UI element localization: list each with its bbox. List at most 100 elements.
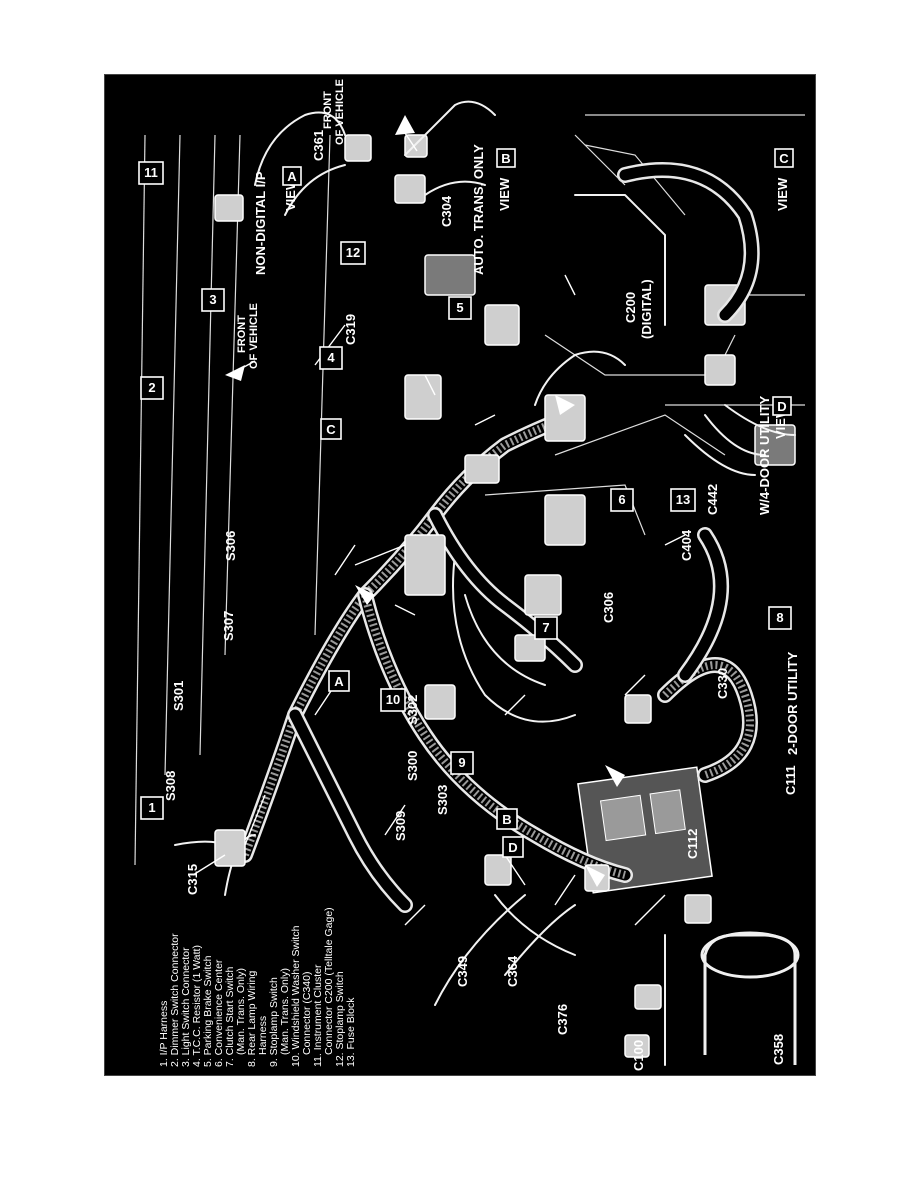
dashboard-line-art <box>134 134 805 1066</box>
callout-4: 4 <box>319 346 343 370</box>
label-c349: C349 <box>455 956 470 987</box>
label-c112: C112 <box>685 829 700 859</box>
legend-line-10: Harness <box>257 1016 269 1055</box>
callout-12: 12 <box>340 241 366 265</box>
svg-text:3: 3 <box>209 292 216 307</box>
view-letter-b: B <box>496 808 518 830</box>
svg-text:9: 9 <box>458 755 465 770</box>
svg-text:5: 5 <box>456 300 463 315</box>
label-c111: C111 <box>783 765 798 795</box>
svg-text:A: A <box>287 169 297 184</box>
view-b-caption: AUTO. TRANS. ONLY VIEW B <box>471 144 516 275</box>
label-c315: C315 <box>185 864 200 895</box>
label-s308: S308 <box>163 771 178 801</box>
legend-line-8: (Man. Trans. Only) <box>235 968 247 1055</box>
label-c364: C364 <box>505 955 520 987</box>
callout-8: 8 <box>768 606 792 630</box>
front-of-vehicle-arrows <box>225 115 625 887</box>
callout-10: 10 <box>380 688 406 712</box>
legend-line-7: 7. Clutch Start Switch <box>224 966 236 1067</box>
legend-line-3: 3. Light Switch Connector <box>180 947 192 1067</box>
svg-text:10: 10 <box>386 692 400 707</box>
callout-5: 5 <box>448 296 472 320</box>
label-c361: C361 <box>311 130 326 161</box>
legend-line-4: 4. T.C.C. Resistor (1 Watt) <box>191 945 203 1067</box>
svg-text:7: 7 <box>542 620 549 635</box>
callout-11: 11 <box>138 161 164 185</box>
svg-text:C: C <box>326 422 336 437</box>
callout-9: 9 <box>450 751 474 775</box>
svg-text:8: 8 <box>776 610 783 625</box>
callout-13: 13 <box>670 488 696 512</box>
label-c442: C442 <box>705 484 720 515</box>
label-c304: C304 <box>439 195 454 227</box>
svg-text:VIEW: VIEW <box>775 177 790 211</box>
label-c358: C358 <box>771 1034 786 1065</box>
label-s302: S302 <box>405 695 420 725</box>
ip-harness <box>174 350 633 1006</box>
legend-line-18: 13. Fuse Block <box>345 997 357 1067</box>
label-c319: C319 <box>343 314 358 345</box>
callout-1: 1 <box>140 796 164 820</box>
label-s307: S307 <box>221 611 236 641</box>
label-c404: C404 <box>679 529 694 561</box>
view-letter-a: A <box>328 670 350 692</box>
svg-text:OF VEHICLE: OF VEHICLE <box>334 79 346 145</box>
callout-2: 2 <box>140 376 164 400</box>
svg-text:VIEW: VIEW <box>497 177 512 211</box>
legend-line-5: 5. Parking Brake Switch <box>202 955 214 1067</box>
svg-text:A: A <box>334 674 344 689</box>
label-s306: S306 <box>223 531 238 561</box>
legend-line-12: (Man. Trans. Only) <box>279 968 291 1055</box>
svg-text:D: D <box>777 399 786 414</box>
legend-line-1: 1. I/P Harness <box>158 1001 170 1067</box>
svg-text:NON-DIGITAL I/P: NON-DIGITAL I/P <box>253 171 268 275</box>
svg-text:AUTO. TRANS. ONLY: AUTO. TRANS. ONLY <box>471 144 486 275</box>
callout-7: 7 <box>534 616 558 640</box>
legend-line-6: 6. Convenience Center <box>213 959 225 1067</box>
legend-line-2: 2. Dimmer Switch Connector <box>169 933 181 1067</box>
view-letter-c: C <box>320 418 342 440</box>
wiring-diagram: 1 2 3 4 5 6 7 8 9 10 11 12 <box>134 79 805 1071</box>
front-of-vehicle-label-view-b: FRONT OF VEHICLE <box>322 79 346 145</box>
legend-line-9: 8. Rear Lamp Wiring <box>246 971 258 1067</box>
label-c376: C376 <box>555 1004 570 1035</box>
callout-6: 6 <box>610 488 634 512</box>
svg-text:OF VEHICLE: OF VEHICLE <box>248 303 260 369</box>
label-s300: S300 <box>405 751 420 781</box>
svg-text:2: 2 <box>148 380 155 395</box>
view-a-caption: NON-DIGITAL I/P VIEW A <box>253 166 302 275</box>
svg-text:FRONT: FRONT <box>236 315 248 353</box>
svg-text:6: 6 <box>618 492 625 507</box>
inset-views-line-art <box>254 100 805 476</box>
wiring-diagram-panel: 1 2 3 4 5 6 7 8 9 10 11 12 <box>104 74 816 1076</box>
svg-text:FRONT: FRONT <box>322 91 334 129</box>
view-letter-d: D <box>502 836 524 858</box>
label-s303: S303 <box>435 785 450 815</box>
label-c200-digital: C200 <box>623 292 638 323</box>
svg-text:11: 11 <box>144 165 158 180</box>
legend-line-16: Connector C200 (Telltale Gage) <box>323 907 335 1055</box>
label-c100: C100 <box>631 1040 646 1071</box>
label-s309: S309 <box>393 811 408 841</box>
callout-3: 3 <box>201 288 225 312</box>
svg-text:B: B <box>502 812 511 827</box>
svg-text:4: 4 <box>327 350 335 365</box>
legend-block: 1. I/P Harness 2. Dimmer Switch Connecto… <box>158 907 357 1067</box>
svg-text:W/4-DOOR UTILITY: W/4-DOOR UTILITY <box>757 396 772 515</box>
view-c-caption: VIEW C <box>774 148 794 211</box>
legend-line-17: 12. Stoplamp Switch <box>334 971 346 1067</box>
label-c330: C330 <box>715 668 730 699</box>
label-c200-digital-sub: (DIGITAL) <box>639 279 654 339</box>
legend-line-14: Connector (C340) <box>301 972 313 1055</box>
svg-text:1: 1 <box>148 800 155 815</box>
leader-lines <box>192 274 686 926</box>
front-of-vehicle-label-view-a: FRONT OF VEHICLE <box>236 303 260 369</box>
legend-line-13: 10. Windshield Washer Switch <box>290 925 302 1067</box>
svg-text:C: C <box>779 151 789 166</box>
two-door-utility-caption: 2-DOOR UTILITY <box>785 651 800 755</box>
view-d-caption: W/4-DOOR UTILITY VIEW D <box>757 396 792 515</box>
legend-line-11: 9. Stoplamp Switch <box>268 977 280 1067</box>
svg-text:12: 12 <box>346 245 360 260</box>
label-c306: C306 <box>601 592 616 623</box>
